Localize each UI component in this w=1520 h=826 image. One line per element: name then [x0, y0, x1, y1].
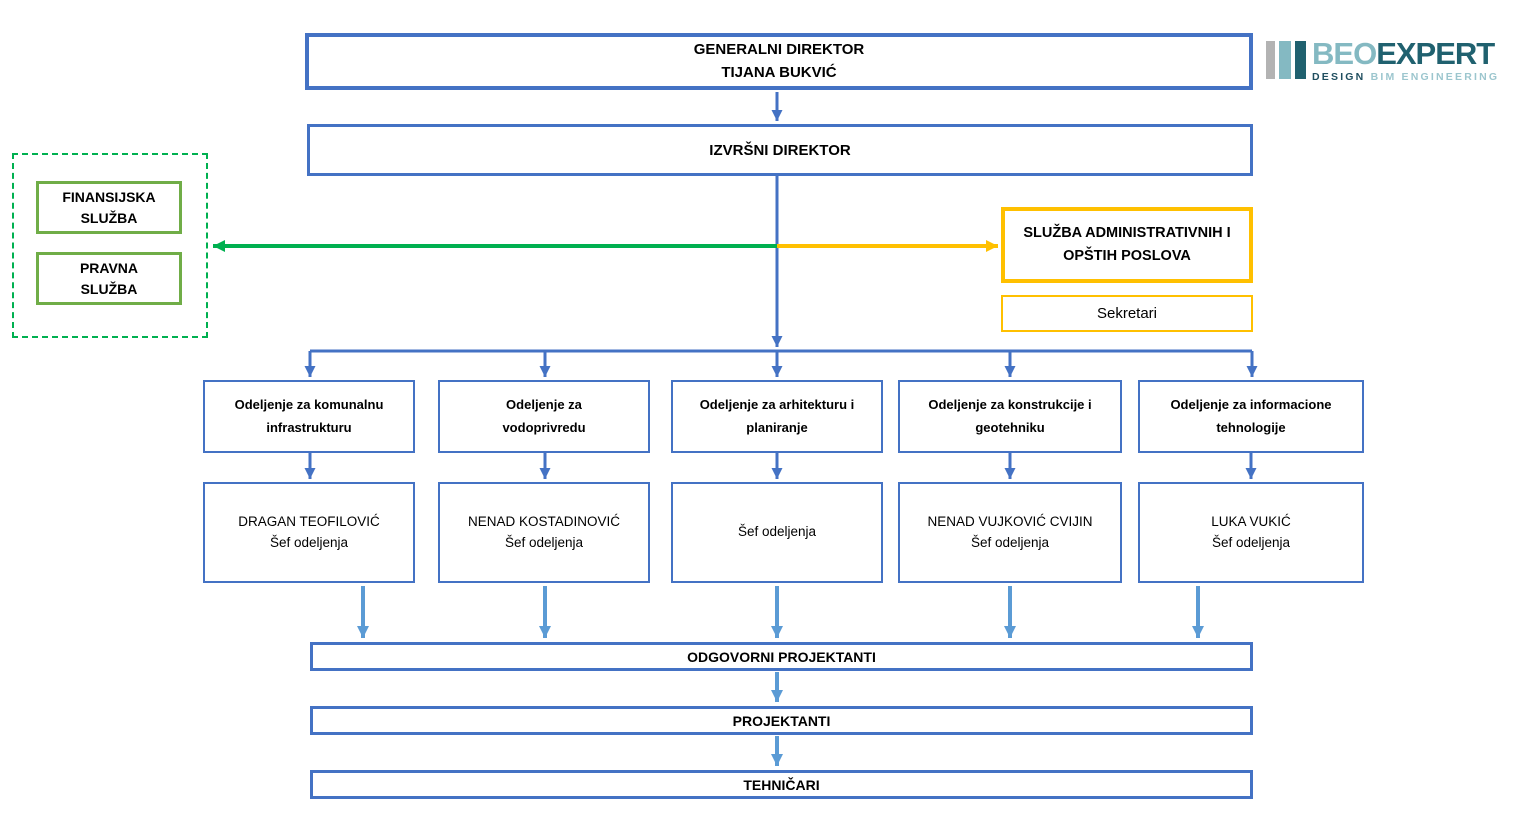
general-director-title: GENERALNI DIREKTOR [693, 41, 865, 58]
head-role: Šef odeljenja [970, 534, 1050, 550]
dept-head-box-5: LUKA VUKIĆ Šef odeljenja [1138, 482, 1364, 583]
dept-head-box-1: DRAGAN TEOFILOVIĆ Šef odeljenja [203, 482, 415, 583]
technicians-box: TEHNIČARI [310, 770, 1253, 799]
head-name: NENAD KOSTADINOVIĆ [467, 513, 621, 529]
head-name: DRAGAN TEOFILOVIĆ [238, 513, 380, 529]
general-director-box: GENERALNI DIREKTOR TIJANA BUKVIĆ [305, 33, 1253, 90]
admin-service-box: SLUŽBA ADMINISTRATIVNIH I OPŠTIH POSLOVA [1001, 207, 1253, 283]
dept-arhitektura-planiranje-box: Odeljenje za arhitekturu i planiranje [671, 380, 883, 453]
dept-head-box-3: Šef odeljenja [671, 482, 883, 583]
logo-bim-text: BIM ENGINEERING [1370, 71, 1500, 83]
dept-komunalna-infrastruktura-box: Odeljenje za komunalnu infrastrukturu [203, 380, 415, 453]
logo-beo-text: BEO [1312, 36, 1377, 71]
finance-service-box: FINANSIJSKA SLUŽBA [36, 181, 182, 234]
dept-konstrukcije-geotehnika-box: Odeljenje za konstrukcije i geotehniku [898, 380, 1122, 453]
executive-director-title: IZVRŠNI DIREKTOR [709, 141, 851, 159]
dept-head-box-4: NENAD VUJKOVIĆ CVIJIN Šef odeljenja [898, 482, 1122, 583]
head-role: Šef odeljenja [737, 524, 817, 540]
dept-label: Odeljenje za konstrukcije i geotehniku [928, 397, 1092, 435]
dept-informacione-tehnologije-box: Odeljenje za informacione tehnologije [1138, 380, 1364, 453]
dept-label: Odeljenje za arhitekturu i planiranje [699, 397, 855, 435]
finance-service-label: FINANSIJSKA SLUŽBA [62, 188, 156, 226]
dept-label: Odeljenje za informacione tehnologije [1170, 397, 1332, 435]
executive-director-box: IZVRŠNI DIREKTOR [307, 124, 1253, 176]
dept-label: Odeljenje za vodoprivredu [502, 397, 586, 435]
head-name: LUKA VUKIĆ [1211, 513, 1291, 529]
dept-head-box-2: NENAD KOSTADINOVIĆ Šef odeljenja [438, 482, 650, 583]
general-director-name: TIJANA BUKVIĆ [721, 63, 837, 81]
designers-box: PROJEKTANTI [310, 706, 1253, 735]
legal-service-label: PRAVNA SLUŽBA [79, 259, 139, 297]
head-name: NENAD VUJKOVIĆ CVIJIN [927, 513, 1093, 529]
designers-label: PROJEKTANTI [732, 712, 831, 729]
admin-service-label: SLUŽBA ADMINISTRATIVNIH I OPŠTIH POSLOVA [1023, 224, 1231, 264]
dept-vodoprivreda-box: Odeljenje za vodoprivredu [438, 380, 650, 453]
technicians-label: TEHNIČARI [743, 776, 820, 793]
dept-label: Odeljenje za komunalnu infrastrukturu [234, 397, 384, 435]
beoexpert-logo: BEOEXPERT DESIGN BIM ENGINEERING [1266, 38, 1499, 83]
secretaries-box: Sekretari [1001, 295, 1253, 332]
head-role: Šef odeljenja [1211, 534, 1291, 550]
secretaries-label: Sekretari [1096, 305, 1158, 322]
logo-bars-icon [1266, 41, 1306, 79]
head-role: Šef odeljenja [504, 534, 584, 550]
logo-expert-text: EXPERT [1376, 36, 1495, 71]
support-services-group [12, 153, 208, 338]
legal-service-box: PRAVNA SLUŽBA [36, 252, 182, 305]
head-role: Šef odeljenja [269, 534, 349, 550]
responsible-designers-label: ODGOVORNI PROJEKTANTI [687, 648, 876, 665]
logo-design-text: DESIGN [1312, 71, 1366, 83]
responsible-designers-box: ODGOVORNI PROJEKTANTI [310, 642, 1253, 671]
